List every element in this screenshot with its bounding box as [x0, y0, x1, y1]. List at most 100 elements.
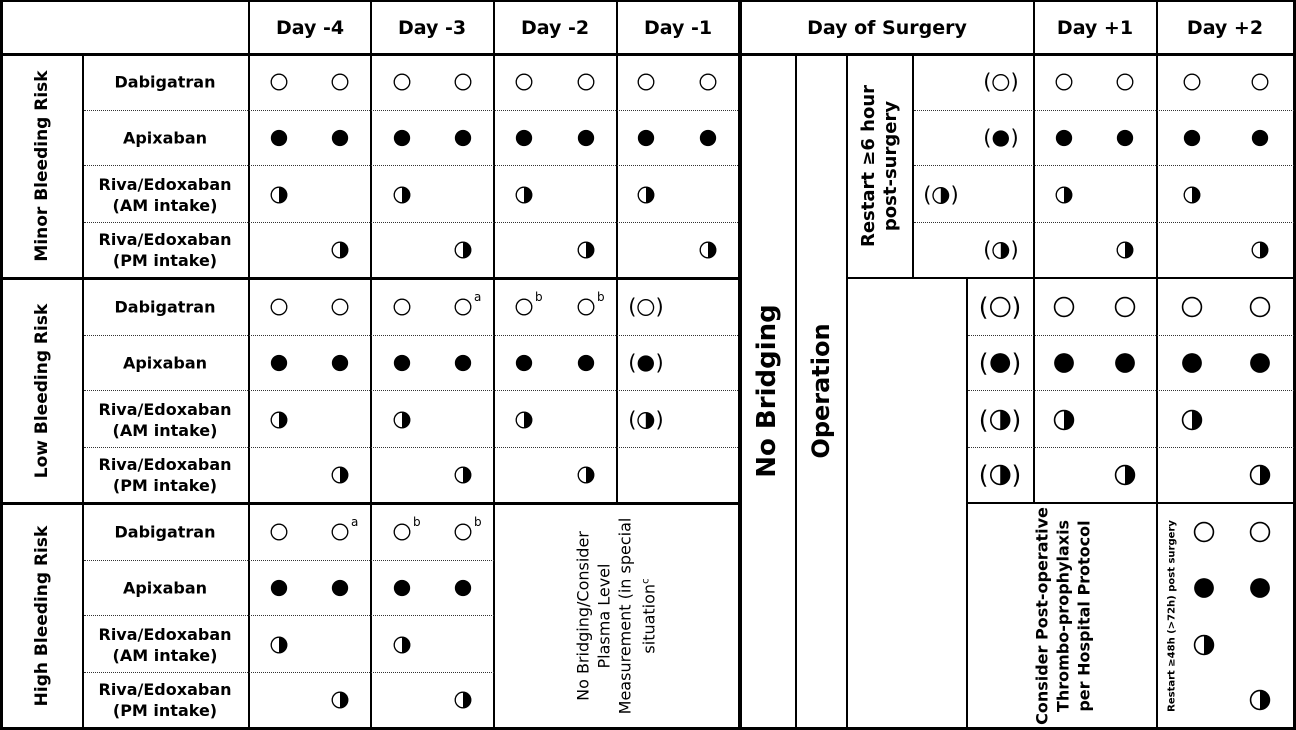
drug-label-apixaban: Apixaban — [122, 578, 208, 598]
riva-half-circle-icon — [270, 636, 289, 655]
apixaban-filled-circle-icon — [1193, 577, 1216, 600]
dotted-line — [84, 447, 738, 448]
apixaban-filled-circle-icon — [1249, 352, 1272, 375]
drug-label-dabigatran: Dabigatran — [114, 297, 216, 317]
dabigatran-empty-circle-icon — [331, 298, 350, 317]
col-line-day+2 — [1156, 0, 1158, 730]
apixaban-filled-circle-icon — [331, 129, 350, 148]
apixaban-filled-circle-icon — [637, 129, 656, 148]
drug-label-apixaban: Apixaban — [122, 353, 208, 373]
drug-label-riva-pm: Riva/Edoxaban(PM intake) — [98, 680, 232, 720]
dabigatran-empty-circle-icon — [1183, 73, 1202, 92]
drug-label-riva-am: Riva/Edoxaban(AM intake) — [98, 625, 232, 665]
apixaban-filled-circle-icon — [1183, 129, 1202, 148]
riva-half-circle-icon — [1251, 241, 1270, 260]
riva-half-circle-icon-optional: () — [978, 405, 1022, 435]
riva-half-circle-icon-optional: () — [983, 238, 1019, 262]
drug-label-apixaban: Apixaban — [122, 128, 208, 148]
risk-label-high: High Bleeding Risk — [32, 525, 52, 707]
riva-half-circle-icon — [515, 411, 534, 430]
riva-half-circle-icon — [331, 241, 350, 260]
riva-half-circle-icon-optional: () — [978, 460, 1022, 490]
col-line-restart-right — [966, 278, 968, 730]
apixaban-filled-circle-icon-optional: () — [628, 351, 664, 375]
dabigatran-empty-circle-icon — [454, 523, 473, 542]
riva-half-circle-icon — [270, 411, 289, 430]
apixaban-filled-circle-icon — [515, 354, 534, 373]
riva-half-circle-icon — [393, 186, 412, 205]
drug-label-riva-am: Riva/Edoxaban(AM intake) — [98, 175, 232, 215]
footnote-b: b — [597, 290, 605, 304]
col-line-day-1 — [616, 0, 618, 503]
dabigatran-empty-circle-icon — [515, 73, 534, 92]
apixaban-filled-circle-icon — [1116, 129, 1135, 148]
header-day+2: Day +2 — [1186, 17, 1264, 39]
dabigatran-empty-circle-icon-optional: () — [983, 70, 1019, 94]
dabigatran-empty-circle-icon — [454, 73, 473, 92]
riva-half-circle-icon — [1249, 689, 1272, 712]
apixaban-filled-circle-icon — [393, 579, 412, 598]
operation-label: Operation — [807, 323, 835, 459]
riva-half-circle-icon — [1193, 634, 1216, 657]
apixaban-filled-circle-icon — [515, 129, 534, 148]
riva-half-circle-icon — [454, 466, 473, 485]
col-line-restart-inner — [912, 54, 914, 278]
header-day-4: Day -4 — [275, 17, 345, 39]
footnote-b: b — [413, 515, 421, 529]
col-line-operation — [846, 54, 848, 730]
header-day+1: Day +1 — [1056, 17, 1134, 39]
apixaban-filled-circle-icon — [454, 129, 473, 148]
header-day-1: Day -1 — [643, 17, 713, 39]
dabigatran-empty-circle-icon — [1193, 521, 1216, 544]
dabigatran-empty-circle-icon — [1114, 296, 1137, 319]
dabigatran-empty-circle-icon — [331, 523, 350, 542]
apixaban-filled-circle-icon — [1053, 352, 1076, 375]
dabigatran-empty-circle-icon-optional: () — [978, 292, 1022, 322]
dabigatran-empty-circle-icon — [393, 73, 412, 92]
riva-half-circle-icon-optional: () — [628, 408, 664, 432]
dabigatran-empty-circle-icon — [331, 73, 350, 92]
border-right — [1293, 0, 1296, 730]
dabigatran-empty-circle-icon — [1249, 521, 1272, 544]
apixaban-filled-circle-icon — [393, 354, 412, 373]
drug-label-dabigatran: Dabigatran — [114, 522, 216, 542]
restart-48h-label: Restart ≥48h (>72h) post surgery — [1166, 520, 1178, 712]
dabigatran-empty-circle-icon — [577, 298, 596, 317]
apixaban-filled-circle-icon — [699, 129, 718, 148]
footnote-a: a — [474, 290, 482, 304]
dabigatran-empty-circle-icon — [270, 298, 289, 317]
apixaban-filled-circle-icon — [577, 129, 596, 148]
riva-half-circle-icon — [699, 241, 718, 260]
riva-half-circle-icon — [577, 241, 596, 260]
apixaban-filled-circle-icon — [270, 354, 289, 373]
riva-half-circle-icon — [1114, 464, 1137, 487]
dabigatran-empty-circle-icon — [515, 298, 534, 317]
riva-half-circle-icon — [1053, 409, 1076, 432]
dotted-line — [968, 447, 1294, 448]
riva-half-circle-icon — [393, 411, 412, 430]
border-top — [0, 0, 1296, 2]
footnote-a: a — [351, 515, 359, 529]
apixaban-filled-circle-icon — [1181, 352, 1204, 375]
apixaban-filled-circle-icon — [1114, 352, 1137, 375]
apixaban-filled-circle-icon — [270, 579, 289, 598]
dabigatran-empty-circle-icon — [1249, 296, 1272, 319]
dabigatran-empty-circle-icon — [454, 298, 473, 317]
dotted-line — [84, 222, 738, 223]
apixaban-filled-circle-icon-optional: () — [978, 348, 1022, 378]
no-bridging-label: No Bridging — [752, 304, 782, 478]
dabigatran-empty-circle-icon — [1251, 73, 1270, 92]
border-bottom — [0, 727, 1296, 730]
dotted-line — [84, 615, 494, 616]
header-day-of-surgery: Day of Surgery — [807, 17, 967, 39]
risk-label-minor: Minor Bleeding Risk — [32, 70, 52, 262]
header-day-2: Day -2 — [520, 17, 590, 39]
dabigatran-empty-circle-icon — [1181, 296, 1204, 319]
dotted-line — [84, 165, 738, 166]
riva-half-circle-icon — [1249, 464, 1272, 487]
riva-half-circle-icon — [454, 691, 473, 710]
riva-half-circle-icon — [270, 186, 289, 205]
dotted-line — [84, 110, 738, 111]
